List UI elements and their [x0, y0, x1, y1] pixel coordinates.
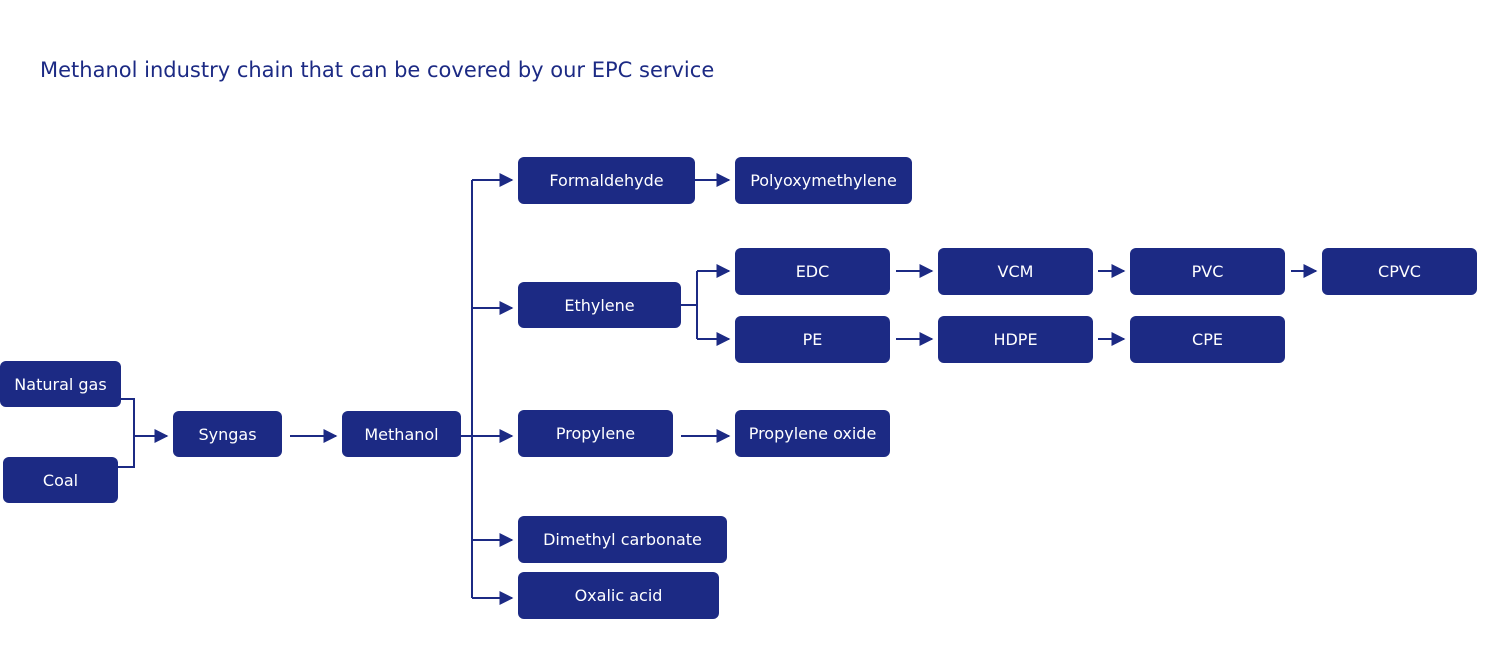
node-cpvc: CPVC	[1322, 248, 1477, 295]
node-syngas: Syngas	[173, 411, 282, 457]
diagram-title: Methanol industry chain that can be cove…	[40, 58, 715, 82]
node-formaldehyde: Formaldehyde	[518, 157, 695, 204]
node-vcm: VCM	[938, 248, 1093, 295]
node-edc: EDC	[735, 248, 890, 295]
node-propylene: Propylene	[518, 410, 673, 457]
edge-coal-syngas	[118, 436, 135, 468]
node-propylene-oxide: Propylene oxide	[735, 410, 890, 457]
node-cpe: CPE	[1130, 316, 1285, 363]
node-hdpe: HDPE	[938, 316, 1093, 363]
node-pvc: PVC	[1130, 248, 1285, 295]
node-polyoxymethylene: Polyoxymethylene	[735, 157, 912, 204]
node-pe: PE	[735, 316, 890, 363]
node-methanol: Methanol	[342, 411, 461, 457]
edge-natural-gas-syngas	[120, 398, 135, 436]
node-coal: Coal	[3, 457, 118, 503]
node-ethylene: Ethylene	[518, 282, 681, 328]
node-oxalic-acid: Oxalic acid	[518, 572, 719, 619]
node-natural-gas: Natural gas	[0, 361, 121, 407]
node-dimethyl-carbonate: Dimethyl carbonate	[518, 516, 727, 563]
